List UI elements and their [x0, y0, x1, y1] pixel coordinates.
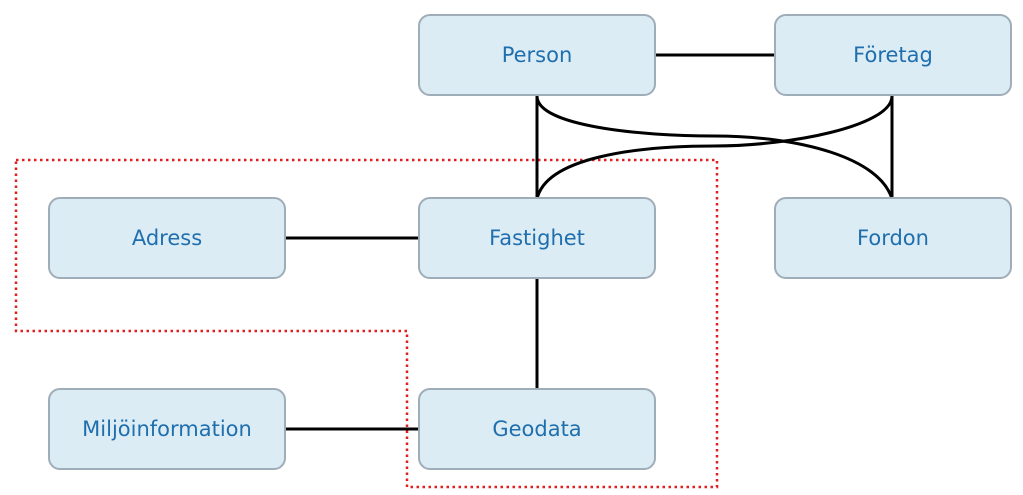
node-label: Geodata	[492, 417, 582, 441]
node-label: Fastighet	[489, 226, 585, 250]
edge-person-fordon	[535, 95, 894, 200]
node-miljoinformation[interactable]: Miljöinformation	[48, 388, 286, 470]
node-person[interactable]: Person	[418, 14, 656, 96]
node-fastighet[interactable]: Fastighet	[418, 197, 656, 279]
node-label: Miljöinformation	[82, 417, 252, 441]
node-label: Adress	[131, 226, 203, 250]
node-adress[interactable]: Adress	[48, 197, 286, 279]
edge-foretag-fastighet	[535, 95, 894, 200]
node-label: Företag	[853, 43, 933, 67]
node-foretag[interactable]: Företag	[774, 14, 1012, 96]
node-label: Fordon	[857, 226, 929, 250]
node-fordon[interactable]: Fordon	[774, 197, 1012, 279]
highlight-region	[14, 158, 719, 489]
node-geodata[interactable]: Geodata	[418, 388, 656, 470]
node-label: Person	[501, 43, 573, 67]
